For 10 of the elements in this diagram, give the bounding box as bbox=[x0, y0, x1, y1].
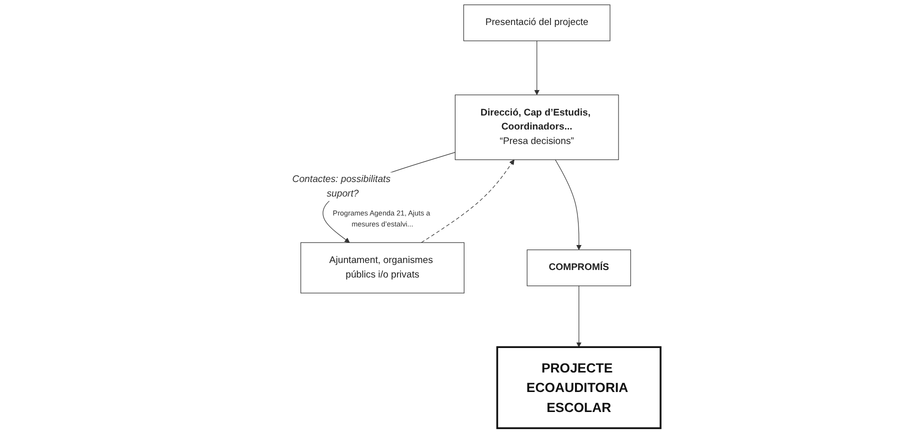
node-box: Direcció, Cap d’Estudis, Coordinadors... “Presa decisions” bbox=[455, 94, 620, 160]
node-box: Presentació del projecte bbox=[464, 4, 611, 42]
arrow bbox=[421, 160, 515, 243]
node-box: PROJECTE ECOAUDITORIA ESCOLAR bbox=[496, 346, 662, 430]
node-box: Ajuntament, organismes públics i/o privats bbox=[300, 242, 465, 294]
node-box: COMPROMÍS bbox=[527, 250, 632, 286]
arrow bbox=[576, 286, 582, 348]
edge-label: Contactes: possibilitats suport? bbox=[292, 174, 391, 199]
arrow bbox=[534, 40, 540, 96]
arrow bbox=[555, 159, 582, 250]
